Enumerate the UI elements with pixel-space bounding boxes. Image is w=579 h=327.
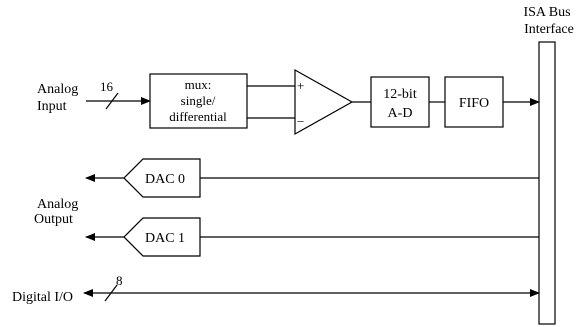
dac0-block: DAC 0 <box>85 158 539 198</box>
analog-input-label-line1: Analog <box>37 82 78 97</box>
opamp-triangle <box>294 68 354 136</box>
opamp-minus-sign: − <box>297 114 304 129</box>
mux-block: mux: single/ differential <box>149 73 248 129</box>
analog-input: Analog Input 16 <box>37 79 151 114</box>
digital-io-bus-width: 8 <box>116 273 123 288</box>
digital-io: Digital I/O 8 <box>12 273 540 305</box>
analog-output-label-line2: Output <box>34 212 73 227</box>
fifo-label: FIFO <box>459 96 489 111</box>
adc-label-line2: A-D <box>388 106 413 121</box>
isa-bus-label-line2: Interface <box>524 22 574 37</box>
mux-label-line1: mux: <box>185 77 212 92</box>
fifo-block: FIFO <box>444 76 504 128</box>
mux-label-line2: single/ <box>181 93 216 108</box>
isa-bus: ISA Bus Interface <box>523 5 574 325</box>
analog-input-bus-slash <box>105 92 119 110</box>
dac0-label: DAC 0 <box>145 172 185 187</box>
dac1-label: DAC 1 <box>145 231 185 246</box>
dac0-shape <box>123 158 201 198</box>
digital-io-label: Digital I/O <box>12 290 73 305</box>
digital-io-bus-slash <box>104 284 118 302</box>
opamp: + − <box>294 68 354 136</box>
isa-bus-label-line1: ISA Bus <box>523 5 570 20</box>
analog-output-label-line1: Analog <box>37 197 78 212</box>
analog-input-bus-width: 16 <box>100 79 114 94</box>
adc-box <box>370 76 430 128</box>
mux-label-line3: differential <box>169 109 227 124</box>
analog-input-label-line2: Input <box>37 99 67 114</box>
mux-box <box>149 73 248 129</box>
dac1-block: DAC 1 <box>85 217 539 257</box>
isa-bus-bar <box>538 41 556 325</box>
adc-block: 12-bit A-D <box>370 76 430 128</box>
dac1-shape <box>123 217 201 257</box>
adc-label-line1: 12-bit <box>383 87 417 102</box>
opamp-plus-sign: + <box>297 78 304 93</box>
analog-output: Analog Output <box>34 197 78 227</box>
